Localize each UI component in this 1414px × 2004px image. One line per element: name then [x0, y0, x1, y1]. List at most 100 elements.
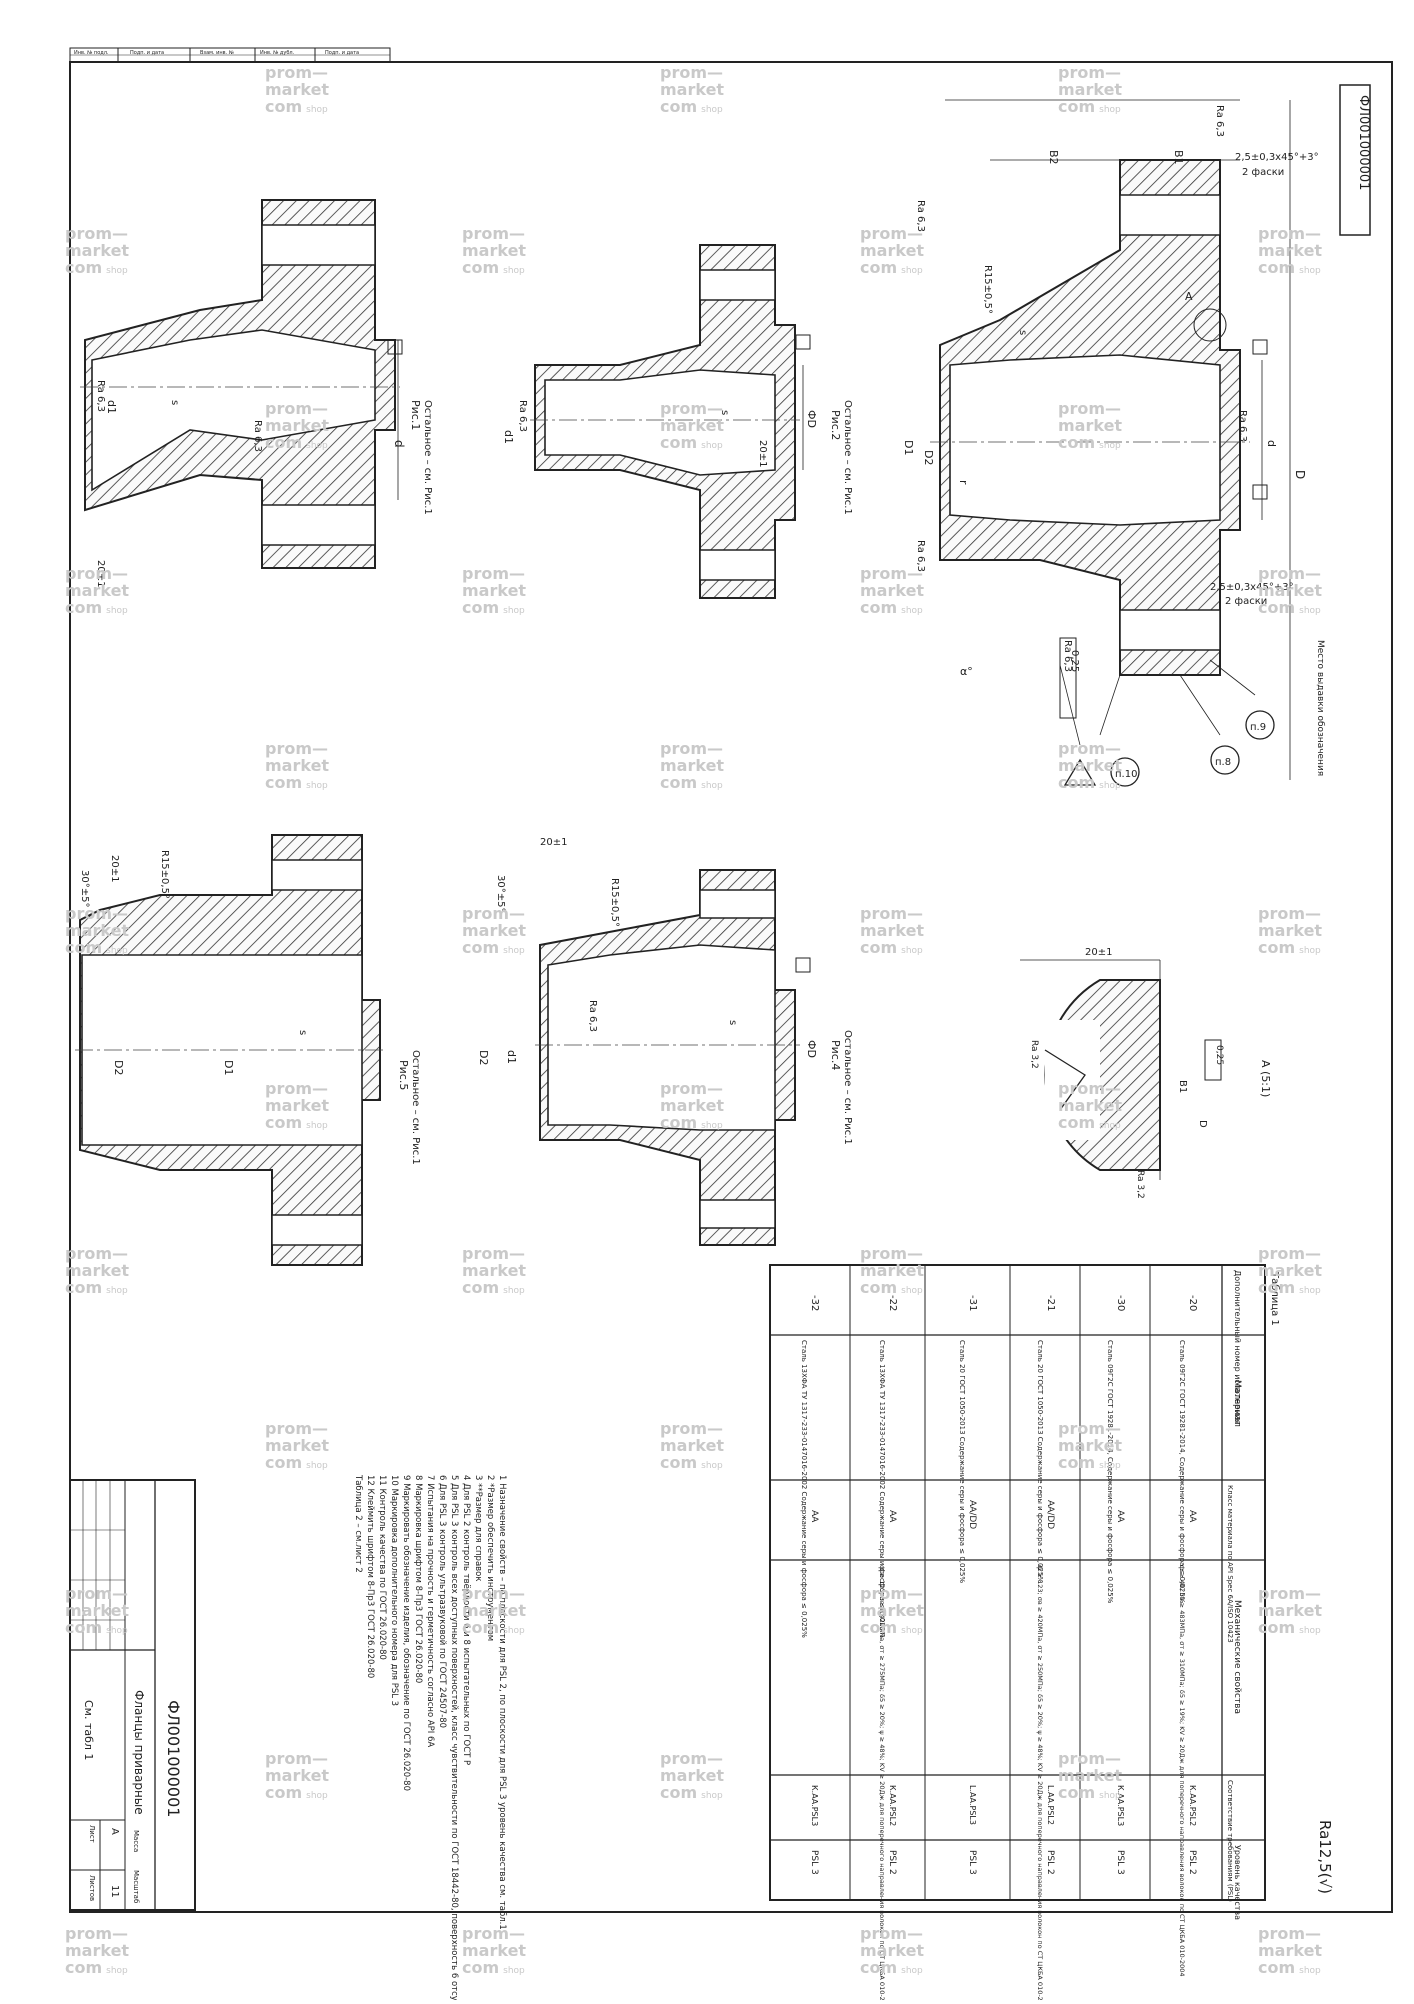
title-see-table: См. табл 1	[82, 1700, 95, 1760]
table-row: -30 Сталь 09Г2С ГОСТ 19281-2014, Содержа…	[1106, 1295, 1126, 1875]
table-cell: К.АА.PSL2	[888, 1785, 897, 1826]
fig3-two-chamfers-2: 2 фаски	[1225, 596, 1267, 607]
designation-rotated: ФЛ001000001	[1356, 95, 1371, 190]
table-cell: PSL 3	[809, 1850, 819, 1875]
fig3-dim-B1: B1	[1172, 150, 1185, 165]
detail-dim-B1: B1	[1177, 1080, 1188, 1093]
fig5-twenty: 20±1	[109, 855, 120, 882]
table-row: -22 Сталь 13ХФА ТУ 1317-233-0147016-2002…	[878, 1295, 898, 2004]
table-cell: АА	[809, 1510, 819, 1523]
fig5-r15: R15±0,5°	[159, 850, 170, 899]
stamp-cell-3: Взам. инв. №	[200, 50, 235, 56]
fig3-dim-D2: D2	[922, 450, 935, 465]
table-cell: К.АА.PSL3	[1116, 1785, 1125, 1826]
note-7: 7 Испытания на прочность и герметичность…	[425, 1475, 435, 1747]
title-name: Фланцы приварные	[132, 1690, 146, 1815]
fig2-dim-fD: ФD	[805, 410, 818, 428]
note-4: 4 Для PSL 2 контроль твёрдости 6 и 8 исп…	[461, 1475, 471, 1765]
fig1-twenty: 20±1	[95, 560, 106, 587]
table-cell: Сталь 20 ГОСТ 1050-2013 Содержание серы …	[958, 1340, 966, 1583]
fig1-dim-d: d	[392, 440, 406, 448]
stamp-cell-4: Инв. № дубл.	[260, 50, 295, 56]
table-cell: PSL 2	[887, 1850, 897, 1875]
note-13: Таблица 2 – см.лист 2	[353, 1474, 363, 1573]
stamp-cell-2: Подп. и дата	[130, 50, 164, 56]
fig3-marker-p9: п.9	[1250, 722, 1266, 733]
title-litera-label: Масса	[132, 1830, 140, 1852]
table-cell: PSL 3	[967, 1850, 977, 1875]
table-cell: PSL 3	[1115, 1850, 1125, 1875]
fig4-dim-fD: ФD	[805, 1040, 818, 1058]
table-row: -20 Сталь 09Г2С ГОСТ 19281-2014, Содержа…	[1178, 1295, 1198, 1977]
technical-notes: 1 Назначение свойств – по плоскости для …	[353, 1474, 507, 2004]
table-cell: АА/DD	[1045, 1500, 1055, 1529]
note-3: 3 **Размер для справок	[473, 1475, 483, 1582]
fig5-s: s	[297, 1030, 308, 1035]
roughness-mark: Ra12,5(√)	[1316, 1820, 1334, 1894]
fig4-r15: R15±0,5°	[609, 878, 620, 927]
title-block: ФЛ001000001 Фланцы приварные См. табл 1 …	[69, 1479, 196, 1911]
fig3-marker-p10: п.10	[1115, 769, 1137, 780]
table-cell: PSL 2	[1187, 1850, 1197, 1875]
fig4-dim-D2: D2	[477, 1050, 490, 1065]
detail-dim-D: D	[1197, 1120, 1208, 1128]
table-cell: АА	[1115, 1510, 1125, 1523]
fig5-caption: Рис.5	[397, 1060, 410, 1090]
title-sheets-label: Листов	[88, 1875, 96, 1901]
fig3-tolerance: 0,25	[1069, 650, 1080, 672]
fig2-caption: Рис.2	[829, 410, 842, 440]
fig3-detail-label: А	[1185, 290, 1193, 303]
table-row: -32 Сталь 13ХФА ТУ 1317-233-0147016-2002…	[800, 1295, 820, 1875]
fig1-ra-2: Ra 6,3	[252, 420, 263, 452]
figure-1: d d1 Ra 6,3 Ra 6,3 s 20±1 Рис.1 Остально…	[80, 199, 433, 587]
table-cell: К.АА.PSL3	[810, 1785, 819, 1826]
table-cell: L.АА.PSL2	[1046, 1785, 1055, 1825]
fig3-chamfer-2: 2,5±0,3х45°+3°	[1210, 582, 1294, 593]
fig1-s: s	[169, 400, 180, 405]
sheet-frame	[69, 61, 1393, 1913]
table1-title: Таблица 1	[1269, 1271, 1280, 1326]
detail-scale: А (5:1)	[1259, 1060, 1272, 1097]
fig3-marker-p8: п.8	[1215, 757, 1231, 768]
fig3-marking-place: Место выдавки обозначения	[1315, 640, 1325, 776]
title-litera: А	[109, 1828, 120, 1835]
table-cell: Сталь 09Г2С ГОСТ 19281-2014, Содержание …	[1178, 1340, 1186, 1604]
fig5-thirty: 30°±5°	[79, 870, 90, 907]
fig3-dim-r: r	[957, 480, 970, 485]
table-cell: Сталь 13ХФА ТУ 1317-233-0147016-2002 Сод…	[878, 1340, 886, 1638]
note-1: 1 Назначение свойств – по плоскости для …	[497, 1475, 507, 1930]
note-6: 6 Для PSL 3 контроль ультразвуковой по Г…	[437, 1475, 447, 1728]
table-cell: ф ≥ 123; σв ≥ 420МПа, σт ≥ 275МПа; δ5 ≥ …	[878, 1565, 886, 2000]
table-cell: PSL 2	[1045, 1850, 1055, 1875]
table-cell: К.АА.PSL2	[1188, 1785, 1197, 1826]
fig2-note: Остальное – см. Рис.1	[842, 400, 853, 515]
table-cell: Сталь 20 ГОСТ 1050-2013 Содержание серы …	[1036, 1340, 1044, 1583]
detail-a: 20±1 Ra 3,2 Ra 3,2 B1 D 0,25 А (5:1)	[1020, 947, 1272, 1199]
designation-box-rotated: ФЛ001000001	[1339, 84, 1371, 236]
fig3-ra-d: Ra 6,3	[1214, 105, 1225, 137]
title-designation: ФЛ001000001	[164, 1700, 183, 1817]
note-2: 2 *Размер обеспечить инструментом	[485, 1475, 495, 1641]
fig5-dim-D1: D1	[222, 1060, 235, 1075]
